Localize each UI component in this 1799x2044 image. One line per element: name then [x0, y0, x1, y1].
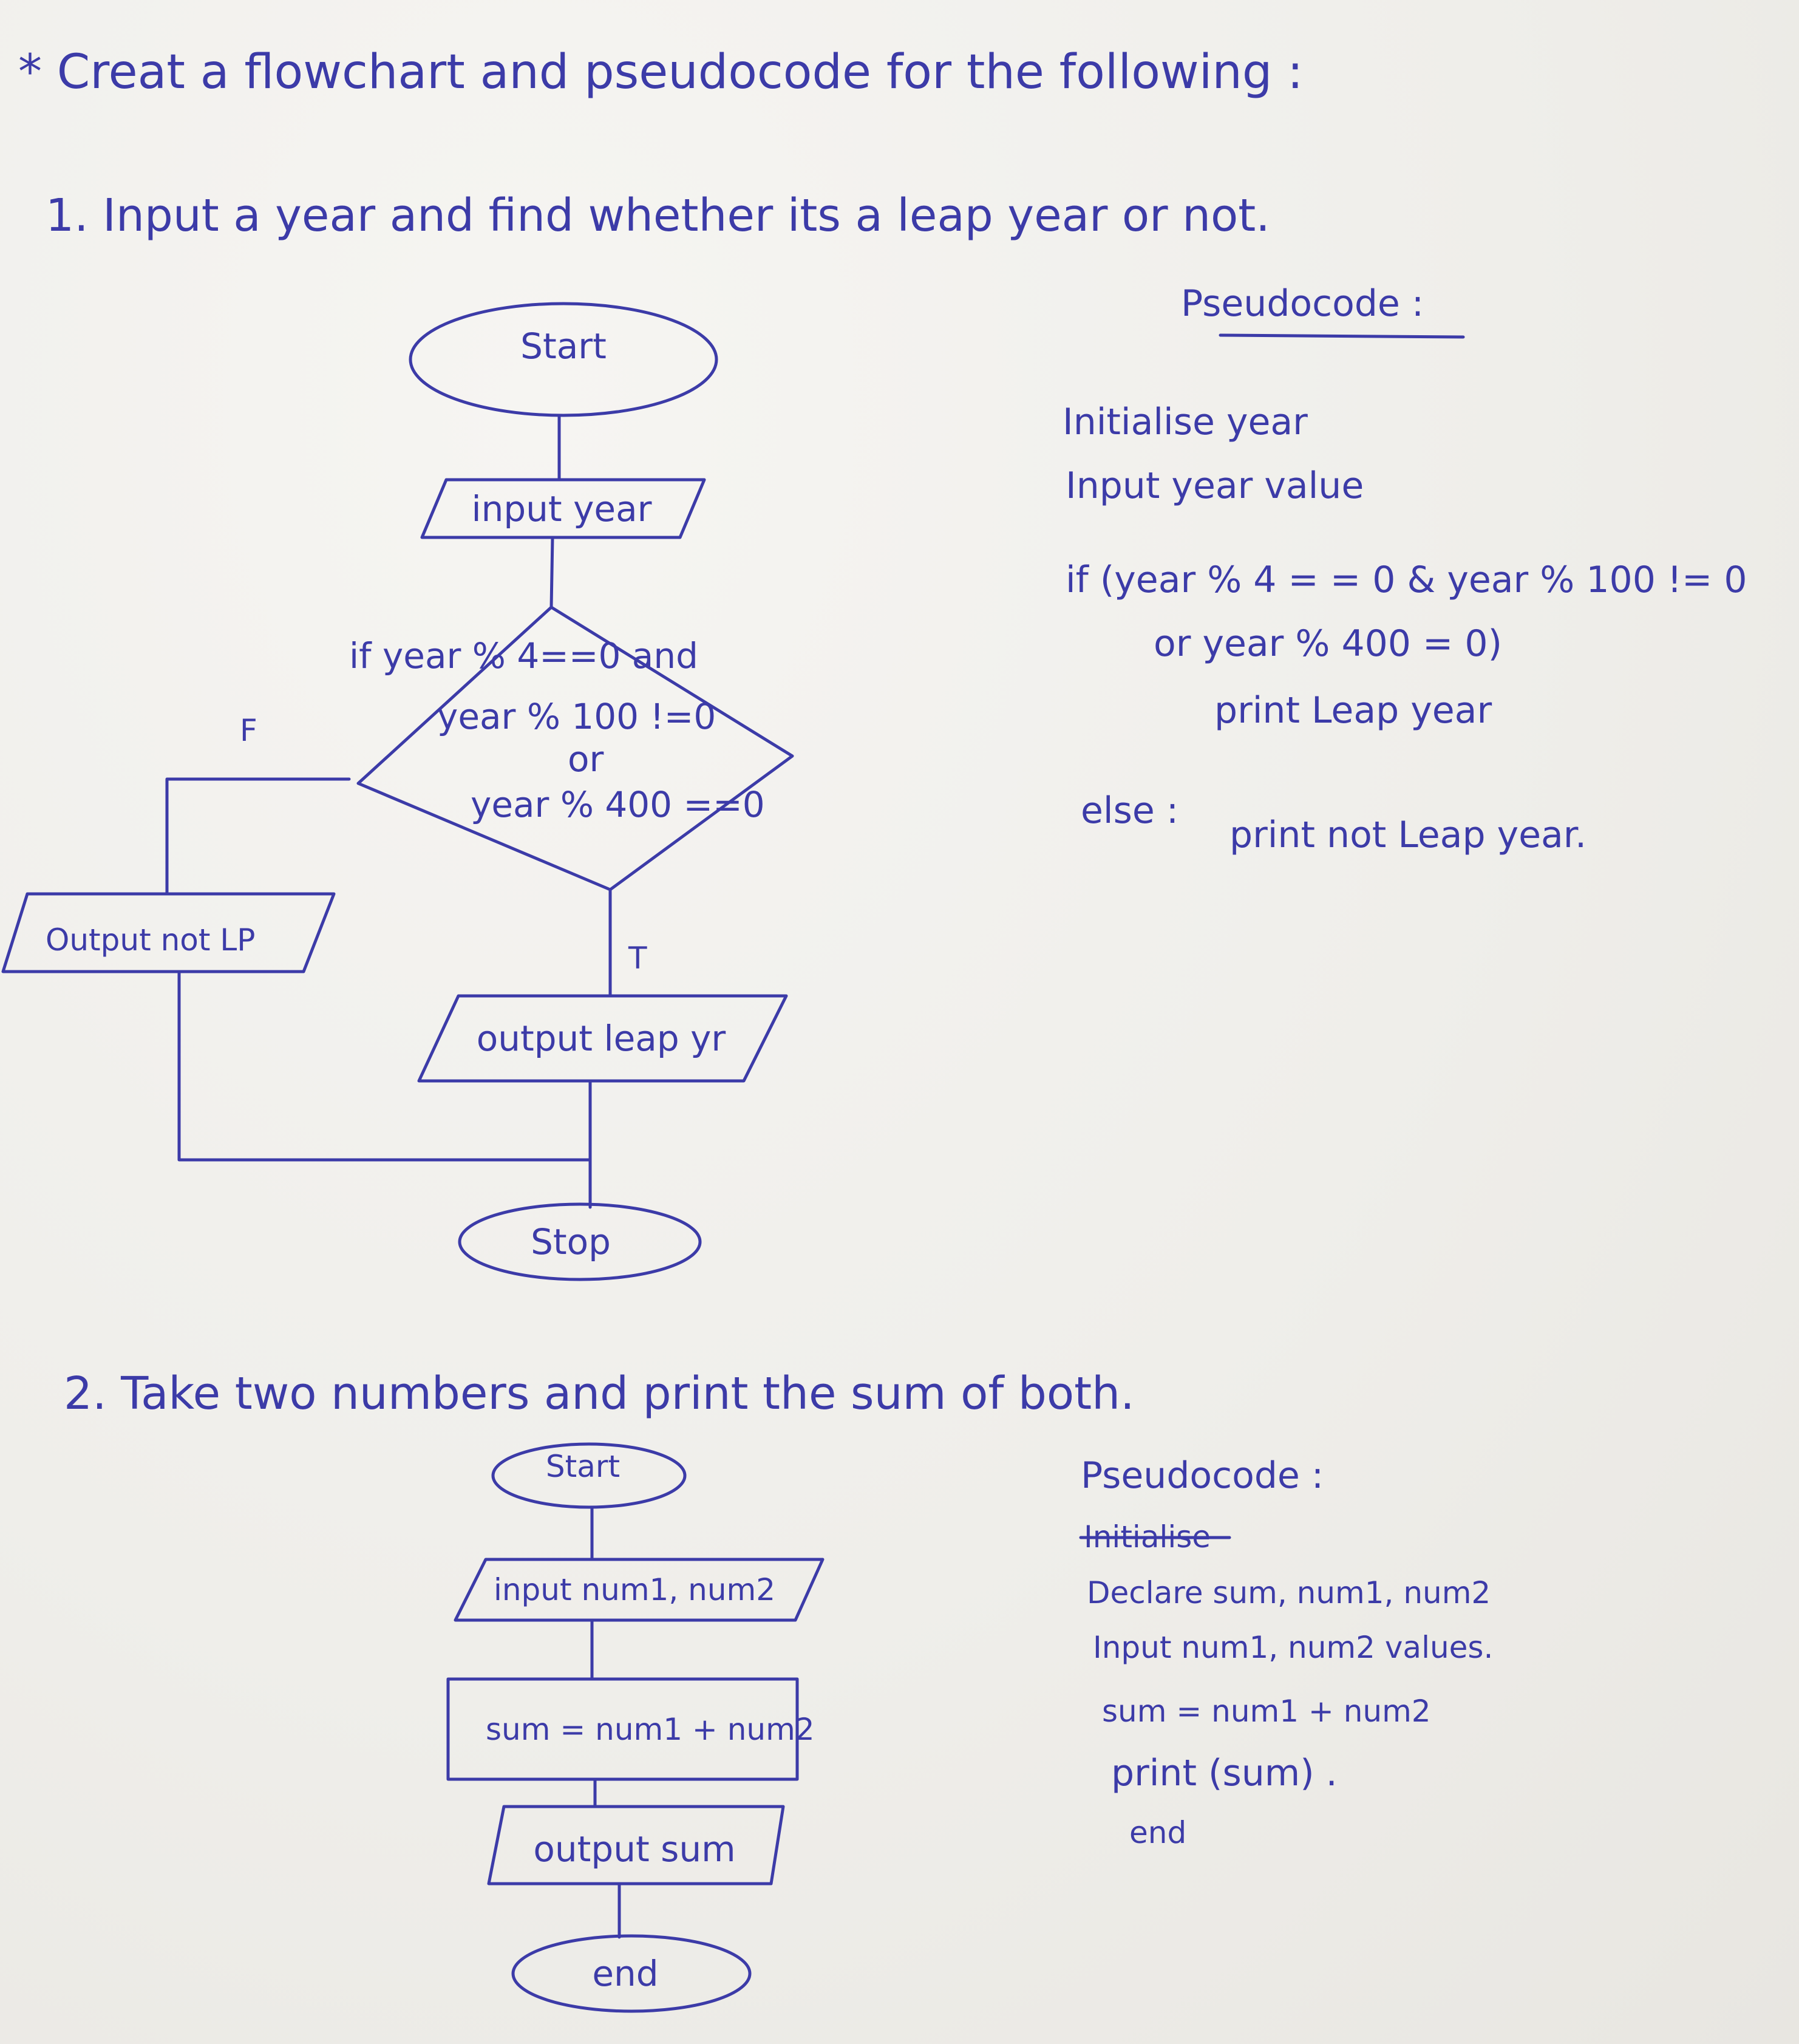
pseudocode-heading: Pseudocode :: [1181, 282, 1424, 325]
pseudocode-line: or year % 400 = 0): [1154, 622, 1502, 665]
connector-line: [549, 536, 554, 609]
flowchart-sum: Start input num1, num2 sum = num1 + num2…: [446, 1442, 825, 2013]
true-label: T: [628, 941, 647, 976]
pseudocode-heading: Pseudocode :: [1081, 1454, 1324, 1497]
false-to-stop-line: [177, 970, 592, 1162]
page-heading: * Creat a flowchart and pseudocode for t…: [18, 45, 1303, 100]
pseudocode-leap-year: Pseudocode : Initialise year Input year …: [1063, 282, 1747, 856]
start-label: Start: [520, 325, 607, 367]
heading-underline: [1219, 333, 1465, 339]
false-label: F: [240, 713, 257, 748]
pseudocode-line: if (year % 4 = = 0 & year % 100 != 0: [1066, 559, 1747, 601]
pseudocode-line: print Leap year: [1214, 689, 1492, 732]
start-terminal: [409, 302, 718, 417]
output-label: output sum: [533, 1828, 735, 1870]
start-label: Start: [546, 1449, 620, 1484]
problem2-prompt: 2. Take two numbers and print the sum of…: [64, 1368, 1135, 1420]
output-leap-box: [417, 994, 788, 1083]
process-box: [446, 1677, 799, 1781]
problem1-prompt: 1. Input a year and find whether its a l…: [46, 189, 1270, 242]
pseudocode-line: end: [1129, 1815, 1186, 1850]
flowchart-leap-year: Start input year if year % 4==0 and year…: [1, 302, 794, 1281]
pseudocode-sum: Pseudocode : Initialise Declare sum, num…: [1079, 1454, 1493, 1850]
stop-terminal: [458, 1202, 702, 1281]
input-label: input year: [471, 488, 651, 530]
output-not-leap-box: [1, 892, 336, 973]
output-leap-label: output leap yr: [477, 1018, 726, 1059]
output-not-leap-label: Output not LP: [46, 922, 255, 958]
stop-label: Stop: [531, 1221, 611, 1262]
false-branch-line: [165, 777, 351, 894]
pseudocode-line: Input year value: [1066, 465, 1364, 507]
pseudocode-line: print not Leap year.: [1229, 814, 1586, 856]
pseudocode-line: Initialise year: [1063, 401, 1308, 443]
condition-line-2: year % 100 !=0: [437, 696, 716, 737]
condition-line-1: if year % 4==0 and: [349, 635, 698, 676]
condition-line-4: year % 400 ==0: [471, 784, 765, 825]
pseudocode-line: print (sum) .: [1111, 1752, 1338, 1794]
condition-line-3: or: [568, 738, 604, 780]
input-box: [454, 1558, 825, 1622]
input-box: [420, 478, 706, 539]
input-label: input num1, num2: [494, 1572, 775, 1607]
pseudocode-line: sum = num1 + num2: [1102, 1694, 1431, 1729]
end-label: end: [592, 1953, 658, 1994]
pseudocode-line: Input num1, num2 values.: [1093, 1630, 1493, 1665]
output-box: [487, 1805, 785, 1886]
start-terminal: [491, 1442, 687, 1509]
pseudocode-line: else :: [1081, 789, 1178, 832]
end-terminal: [511, 1934, 752, 2013]
process-label: sum = num1 + num2: [486, 1712, 815, 1747]
pseudocode-line: Declare sum, num1, num2: [1087, 1575, 1491, 1610]
